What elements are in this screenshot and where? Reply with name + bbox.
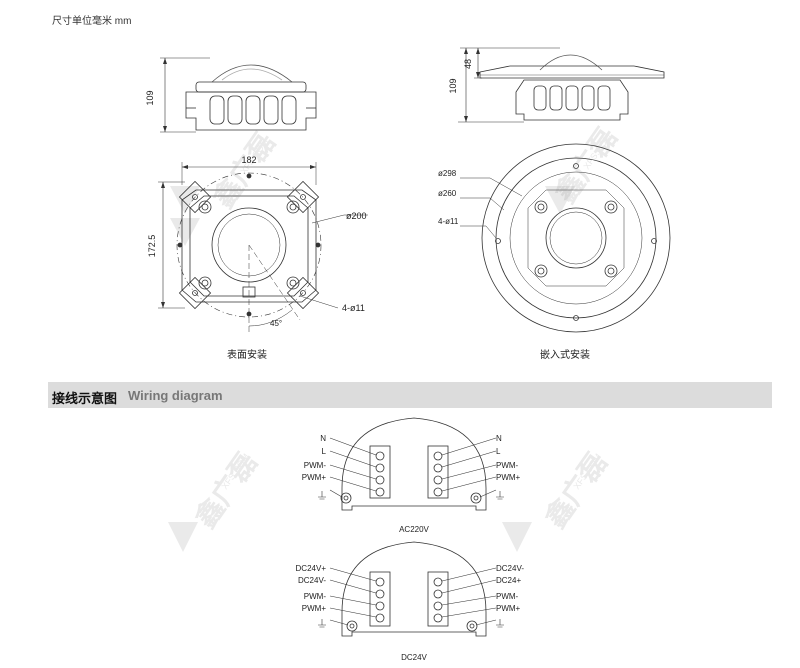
unit-note: 尺寸单位毫米 mm	[52, 16, 132, 27]
ac-right-label-pwm-plus: PWM+	[496, 473, 521, 482]
dim-holes-right: 4-ø11	[438, 217, 459, 226]
ac-left-label-l: L	[322, 447, 327, 456]
wiring-title-cn: 接线示意图	[52, 391, 118, 406]
watermark-text: 鑫广磊 鑫广磊 鑫广磊 鑫广磊 XFS.COM XFS.COM XFS.COM …	[189, 121, 623, 533]
wiring-ac-diagram	[318, 417, 504, 511]
dc-right-label-pwm-minus: PWM-	[496, 592, 519, 601]
dc-left-label-dc24v-minus: DC24V-	[298, 576, 326, 585]
dim-dia-200: ø200	[346, 211, 367, 221]
dim-height-right-total: 109	[448, 78, 458, 93]
dim-height-172: 172.5	[147, 235, 157, 258]
ac-left-label-pwm-minus: PWM-	[304, 461, 327, 470]
dc-right-label-pwm-plus: PWM+	[496, 604, 521, 613]
dc-right-label-dc24v-minus: DC24V-	[496, 564, 524, 573]
ac-right-label-pwm-minus: PWM-	[496, 461, 519, 470]
dim-width-182: 182	[241, 155, 256, 165]
surface-top-view	[158, 162, 368, 334]
dc-left-label-pwm-plus: PWM+	[302, 604, 327, 613]
dim-dia-298: ø298	[438, 169, 457, 178]
recessed-top-view	[460, 143, 671, 333]
ac-right-label-n: N	[496, 434, 502, 443]
ac-left-label-n: N	[320, 434, 326, 443]
svg-text:鑫广磊: 鑫广磊	[539, 446, 613, 533]
dim-angle-45: 45°	[270, 319, 282, 328]
wiring-title-en: Wiring diagram	[128, 388, 223, 403]
dim-height-right-top: 48	[463, 59, 473, 69]
dim-dia-260: ø260	[438, 189, 457, 198]
ac-caption: AC220V	[399, 525, 429, 534]
dim-holes-left: 4-ø11	[342, 303, 365, 313]
dim-height-left: 109	[145, 90, 155, 105]
dc-right-label-dc24-plus: DC24+	[496, 576, 521, 585]
caption-surface-mount: 表面安装	[227, 350, 267, 361]
dc-caption: DC24V	[401, 653, 427, 662]
recessed-side-view	[458, 47, 665, 123]
ac-right-label-l: L	[496, 447, 501, 456]
surface-side-view	[160, 57, 317, 133]
dc-left-label-dc24v-plus: DC24V+	[296, 564, 327, 573]
caption-recessed-mount: 嵌入式安装	[540, 350, 590, 361]
ac-left-label-pwm-plus: PWM+	[302, 473, 327, 482]
watermark-logo	[168, 186, 575, 552]
wiring-dc-diagram	[318, 541, 504, 637]
dc-left-label-pwm-minus: PWM-	[304, 592, 327, 601]
wiring-section-bar	[48, 382, 772, 408]
